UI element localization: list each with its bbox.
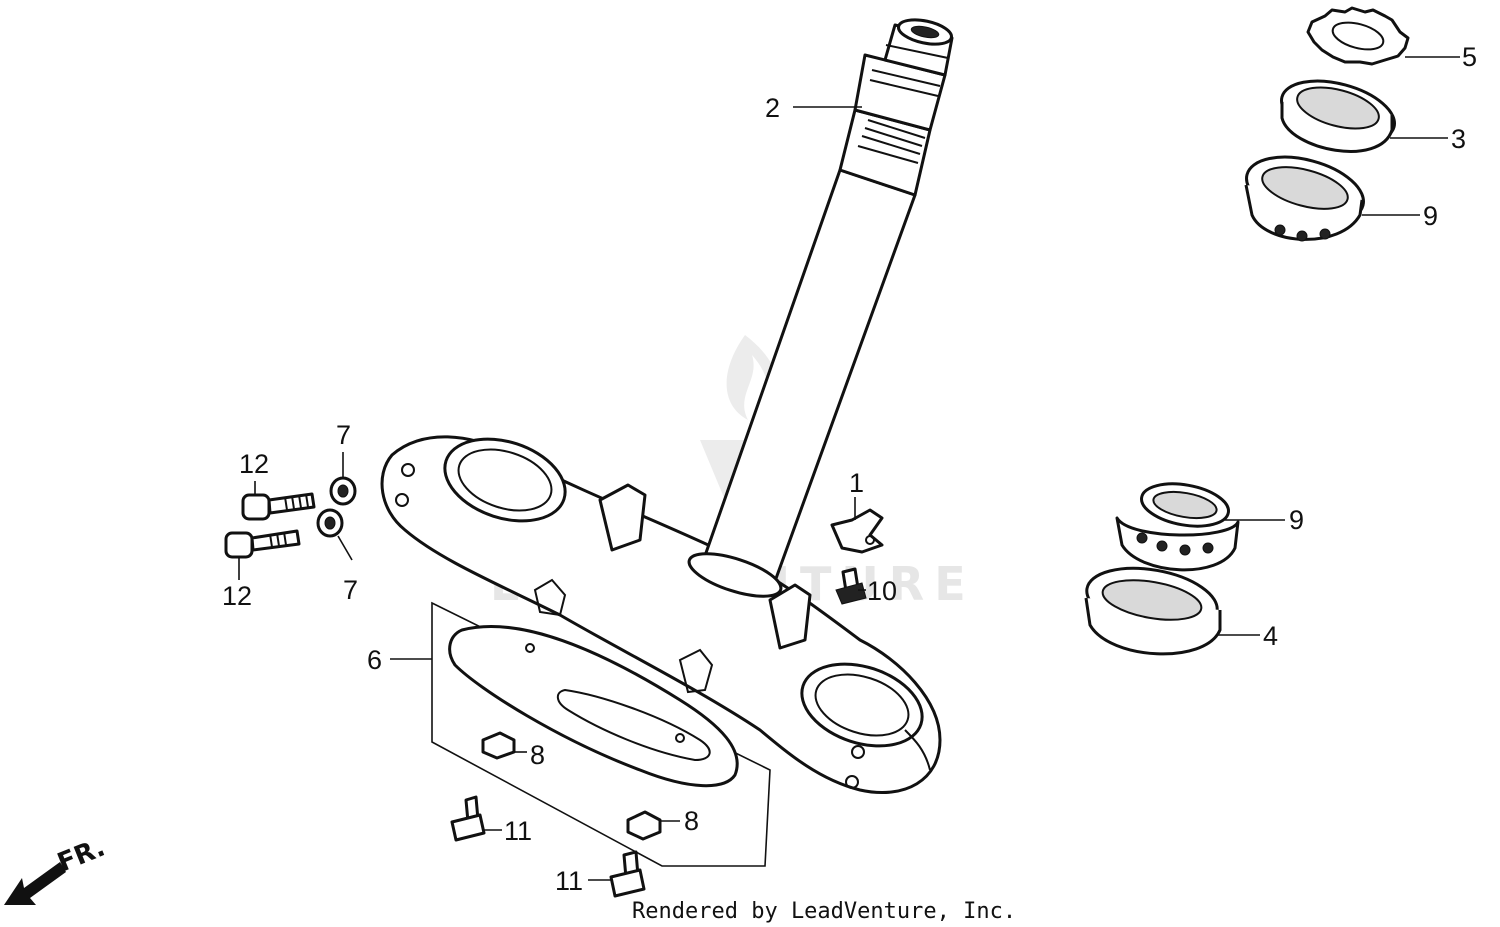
part-6-plate-group bbox=[431, 601, 771, 867]
callout-11-lower: 11 bbox=[555, 866, 583, 896]
part-1-clip bbox=[830, 508, 884, 554]
callout-7-lower: 7 bbox=[343, 575, 358, 605]
leader-lines bbox=[238, 56, 1460, 881]
callout-7-upper: 7 bbox=[336, 420, 351, 450]
part-3-bearing-race bbox=[1280, 79, 1396, 153]
part-10-bolt bbox=[835, 567, 867, 605]
front-label: FR. bbox=[53, 833, 109, 879]
callout-11-upper: 11 bbox=[504, 816, 532, 846]
callout-3: 3 bbox=[1451, 124, 1466, 154]
callout-12-upper: 12 bbox=[239, 449, 269, 479]
callout-12-lower: 12 bbox=[222, 581, 252, 611]
part-2-steering-stem bbox=[380, 18, 954, 795]
callout-1: 1 bbox=[849, 468, 864, 498]
front-arrow-icon bbox=[4, 862, 66, 905]
callout-4: 4 bbox=[1263, 621, 1278, 651]
callout-5: 5 bbox=[1462, 42, 1477, 72]
part-9-lower-bearing bbox=[1115, 482, 1240, 572]
part-7-washers bbox=[316, 476, 357, 538]
render-credit: Rendered by LeadVenture, Inc. bbox=[632, 899, 1016, 924]
part-9-upper-bearing bbox=[1244, 155, 1365, 242]
part-8-nuts bbox=[481, 731, 662, 841]
part-12-bolts bbox=[224, 492, 316, 559]
callout-8-upper: 8 bbox=[530, 740, 545, 770]
part-5-lock-washer bbox=[1306, 6, 1410, 66]
callout-6: 6 bbox=[367, 645, 382, 675]
front-direction-indicator: FR. bbox=[4, 833, 109, 905]
part-4-lower-race bbox=[1084, 566, 1222, 656]
callout-10: 10 bbox=[867, 576, 897, 606]
part-11-bolts bbox=[450, 795, 646, 898]
callout-9-lower: 9 bbox=[1289, 505, 1304, 535]
callout-8-lower: 8 bbox=[684, 806, 699, 836]
callout-9-upper: 9 bbox=[1423, 201, 1438, 231]
callout-labels: 2 5 3 9 9 4 1 10 6 7 7 12 12 8 8 11 11 bbox=[222, 42, 1477, 896]
callout-2: 2 bbox=[765, 93, 780, 123]
